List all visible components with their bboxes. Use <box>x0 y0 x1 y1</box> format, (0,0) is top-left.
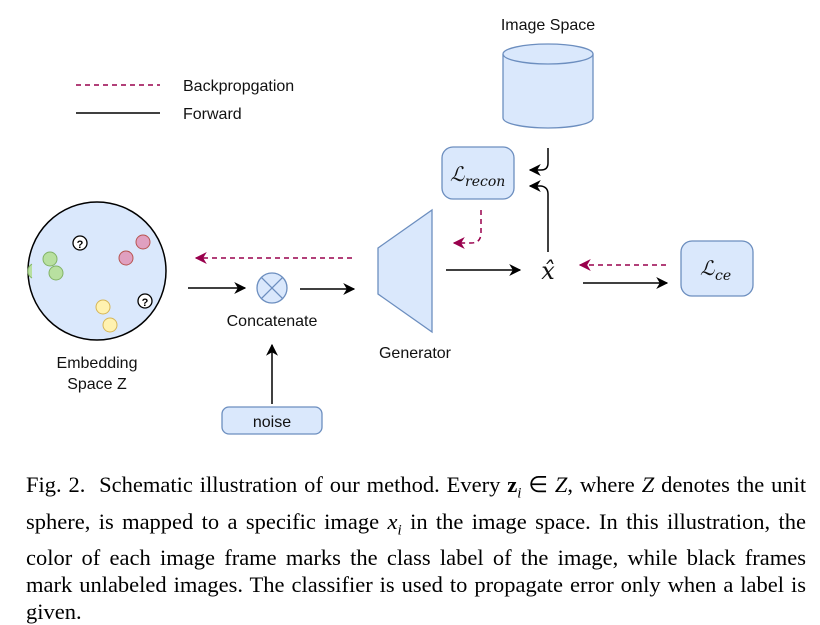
arrow-imagespace-to-lrecon <box>528 148 549 176</box>
caption-in: ∈ <box>528 472 548 497</box>
legend-forward-label: Forward <box>183 106 242 123</box>
embedding-sphere: ? ? Embedding Space Z <box>27 201 167 393</box>
unlabeled-mark: ? <box>77 239 84 251</box>
point-pink <box>135 234 151 250</box>
method-diagram: Backpropgation Forward Image Space ℒ rec… <box>27 17 754 435</box>
caption-z: z <box>507 472 518 497</box>
embedding-label-line1: Embedding <box>57 355 138 372</box>
l-ce-subscript: ce <box>715 268 731 284</box>
image-space-label: Image Space <box>501 17 595 34</box>
caption-text-c: denotes the unit sphere, is mapped to a … <box>26 472 807 534</box>
point-yellow <box>102 317 118 333</box>
l-ce-box: ℒ ce <box>680 240 754 297</box>
caption-text-d: in the image space. In this illustration… <box>26 508 806 625</box>
l-recon-subscript: recon <box>465 174 505 190</box>
generator: Generator <box>377 208 452 362</box>
embedding-label-line2: Space Z <box>67 376 127 393</box>
caption-text-a: Schematic illustration of our method. Ev… <box>99 472 501 497</box>
generator-label: Generator <box>379 345 452 362</box>
point-yellow <box>95 299 111 315</box>
concatenate-operator: Concatenate <box>227 272 318 330</box>
point-green <box>48 265 64 281</box>
caption-prefix: Fig. 2. <box>26 472 86 497</box>
unlabeled-mark: ? <box>142 297 149 309</box>
caption-Z1: Z <box>554 472 568 497</box>
legend: Backpropgation Forward <box>76 78 294 123</box>
backprop-arrows <box>194 210 666 271</box>
l-recon-symbol: ℒ <box>450 162 465 186</box>
concatenate-label: Concatenate <box>227 313 318 330</box>
figure-caption: Fig. 2. Schematic illustration of our me… <box>26 471 806 625</box>
caption-x-sub: i <box>397 522 402 538</box>
l-recon-box: ℒ recon <box>441 146 515 200</box>
image-space-cylinder: Image Space <box>501 17 595 129</box>
forward-arrows <box>188 148 669 404</box>
point-unlabeled <box>72 235 88 251</box>
legend-backprop-label: Backpropgation <box>183 78 294 95</box>
x-hat-symbol: x̂ <box>541 257 555 285</box>
caption-x: x <box>387 508 398 534</box>
backprop-lrecon-to-generator <box>452 210 482 249</box>
caption-Z2: Z <box>641 472 655 497</box>
point-green <box>42 251 58 267</box>
caption-text-b: , where <box>567 472 635 497</box>
noise-box: noise <box>221 406 323 435</box>
l-ce-symbol: ℒ <box>700 256 715 280</box>
point-unlabeled <box>137 293 153 309</box>
noise-label: noise <box>253 414 291 431</box>
point-pink <box>118 250 134 266</box>
caption-z-sub: i <box>517 485 522 502</box>
arrow-xhat-to-lrecon <box>528 180 549 252</box>
